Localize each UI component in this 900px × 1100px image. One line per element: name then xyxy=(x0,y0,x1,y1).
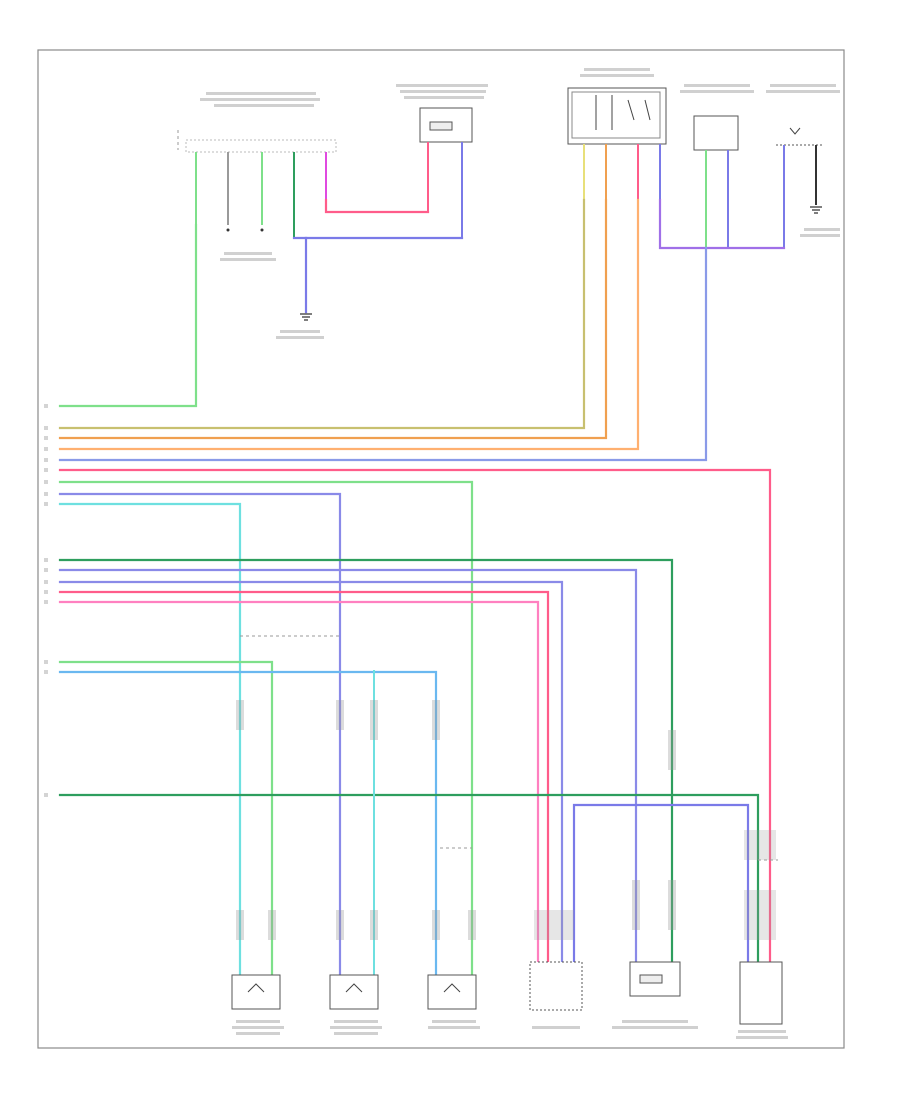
yaw-module-box xyxy=(529,961,583,1011)
wire-label-ticks xyxy=(236,700,776,940)
bottom-sensor-2 xyxy=(329,974,379,1010)
top-middle-module xyxy=(419,107,473,238)
wire-bus-15 xyxy=(58,660,274,977)
bottom-module-steering xyxy=(629,961,681,997)
wire-bus-2 xyxy=(58,198,586,430)
wire-bus-12 xyxy=(58,580,564,977)
wire-bus-5 xyxy=(58,246,708,462)
wire-bus-14 xyxy=(58,600,540,977)
bus-pin-column xyxy=(44,404,48,797)
wire-bus-16 xyxy=(58,670,438,977)
wire-violet-splice xyxy=(658,198,786,250)
wire-bus-18 xyxy=(572,803,750,977)
wire-bus-3 xyxy=(58,198,608,440)
top-right-module-a xyxy=(567,87,667,145)
wire-bus-6 xyxy=(58,468,772,977)
wire-bus-17 xyxy=(58,793,760,977)
sensor-3-box xyxy=(427,974,477,1010)
bottom-module-right xyxy=(739,961,783,1025)
bottom-sensor-3 xyxy=(427,974,477,1010)
wire-bus-8 xyxy=(58,492,342,977)
top-left-connector-cluster xyxy=(177,130,337,238)
top-captions xyxy=(200,68,840,339)
top-right-module-b xyxy=(693,115,739,151)
ground-symbol-2 xyxy=(810,206,822,214)
bottom-sensor-1 xyxy=(231,974,281,1010)
right-module-box xyxy=(739,961,783,1025)
wire-bus-9 xyxy=(58,502,242,977)
module-a-box xyxy=(567,87,667,145)
sensor-2-box xyxy=(329,974,379,1010)
sensor-1-box xyxy=(231,974,281,1010)
top-right-sensor xyxy=(776,127,822,146)
diagram-frame xyxy=(37,49,845,1049)
wire-bus-10 xyxy=(58,558,674,977)
bottom-captions xyxy=(232,1020,788,1039)
bottom-module-yaw xyxy=(529,961,583,1011)
wire-bus-11 xyxy=(58,568,638,977)
wire-pink-local xyxy=(324,198,430,214)
module-b-box xyxy=(693,115,739,151)
ground-symbol-1 xyxy=(300,313,312,321)
wire-bus-13 xyxy=(58,590,550,977)
wire-bus-1 xyxy=(58,223,198,408)
wire-bus-4 xyxy=(58,198,640,451)
wire-bus-7 xyxy=(58,480,474,977)
